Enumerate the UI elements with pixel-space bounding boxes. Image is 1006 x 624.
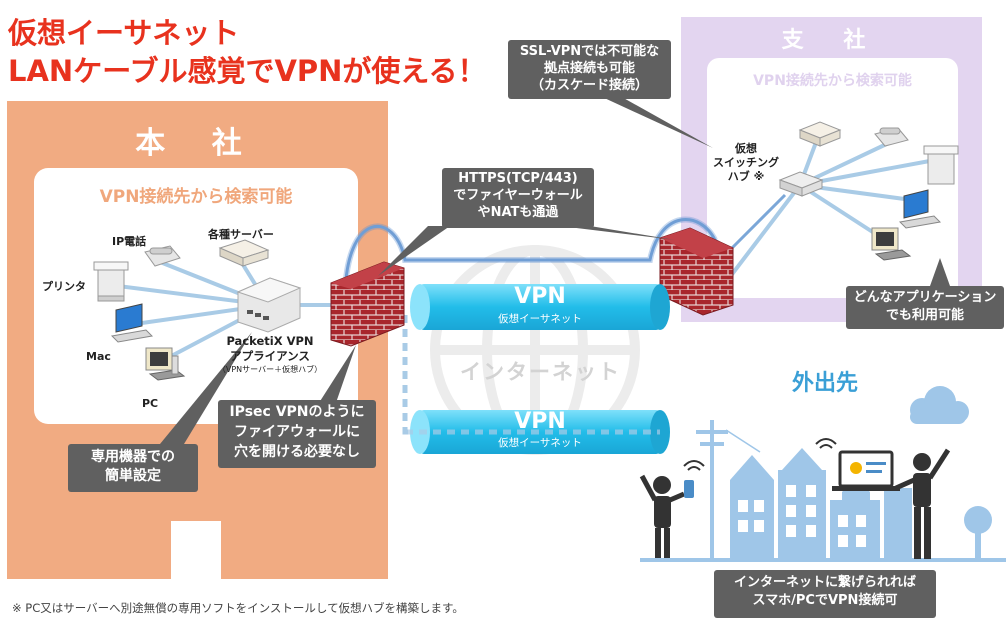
- printer-label: プリンタ: [42, 280, 86, 293]
- headquarters-notch: [171, 521, 221, 581]
- person-with-laptop-icon: [832, 448, 951, 559]
- switching-hub-icon: [778, 171, 824, 197]
- apps-callout-line1: どんなアプリケーション: [853, 290, 997, 305]
- wifi-signal-icon: [683, 438, 837, 471]
- ip-phone-label: IP電話: [112, 235, 147, 248]
- https-callout-line2: でファイヤーウォール: [453, 188, 583, 203]
- pc-icon: [145, 347, 186, 381]
- ssl-callout-pointer: [600, 96, 713, 148]
- footnote: ※ PC又はサーバーへ別途無償の専用ソフトをインストールして仮想ハブを構築します…: [12, 601, 464, 615]
- tree-icon: [964, 506, 992, 560]
- printer-icon: [93, 261, 129, 302]
- ipsec-callout-line1: IPsec VPNのように: [229, 404, 365, 420]
- ssl-callout-line1: SSL-VPNでは不可能な: [519, 44, 660, 59]
- https-callout-line1: HTTPS(TCP/443): [458, 171, 578, 186]
- switching-hub-label-line3: ハブ ※: [727, 170, 765, 183]
- vpn-tunnel-top: [410, 284, 670, 330]
- switching-hub-label: 仮想 スイッチング ハブ ※: [704, 142, 788, 184]
- internet-label: インターネット: [460, 360, 621, 384]
- ssl-callout-line3: （カスケード接続）: [530, 78, 648, 93]
- branch-title: 支 社: [781, 28, 882, 53]
- ssl-callout-line2: 拠点接続も可能: [543, 61, 635, 76]
- switching-hub-label-line2: スイッチング: [713, 156, 779, 169]
- branch-search-label: VPN接続先から検索可能: [753, 73, 912, 89]
- apps-callout-pointer: [930, 258, 950, 286]
- mac-icon: [110, 303, 154, 343]
- https-callout-pointer-left: [378, 226, 450, 276]
- appliance-callout-line1: 専用機器での: [91, 449, 175, 465]
- mobile-callout-line1: インターネットに繋げられれば: [733, 575, 916, 590]
- servers-label: 各種サーバー: [208, 228, 274, 241]
- appliance-label: PacketiX VPN アプライアンス （VPNサーバー＋仮想ハブ）: [200, 334, 340, 375]
- mobile-callout: インターネットに繋げられれば スマホ/PCでVPN接続可: [714, 570, 936, 618]
- ip-phone-icon: [144, 245, 181, 267]
- https-callout-pointer-right: [560, 226, 675, 240]
- appliance-label-line3: （VPNサーバー＋仮想ハブ）: [217, 365, 323, 374]
- mac-label: Mac: [86, 350, 111, 363]
- branch-firewall-icon: [659, 227, 734, 316]
- pc-label: PC: [142, 397, 159, 410]
- title-line-2: LANケーブル感覚でVPNが使える！: [8, 54, 487, 88]
- vpn-tunnel-bottom: [405, 410, 670, 454]
- https-callout: HTTPS(TCP/443) でファイヤーウォール やNATも通過: [442, 168, 594, 228]
- title-line-1: 仮想イーサネット: [8, 16, 240, 50]
- ipsec-callout-line3: 穴を開ける必要なし: [234, 444, 360, 460]
- appliance-setup-callout: 専用機器での 簡単設定: [68, 444, 198, 492]
- vpn-tunnel-top-sublabel: 仮想イーサネット: [498, 313, 582, 325]
- server-icon: [218, 239, 270, 267]
- appliance-label-line2: アプライアンス: [230, 349, 310, 363]
- https-callout-line3: やNATも通過: [477, 205, 559, 220]
- ipsec-callout: IPsec VPNのように ファイアウォールに 穴を開ける必要なし: [218, 400, 376, 468]
- vpn-tunnel-bottom-sublabel: 仮想イーサネット: [498, 437, 582, 449]
- city-windows: [738, 485, 866, 547]
- branch-pc-icon: [871, 227, 912, 261]
- person-with-phone-icon: [639, 474, 694, 558]
- headquarters-title: 本 社: [135, 126, 260, 161]
- hq-firewall-icon: [330, 261, 405, 347]
- utility-pole-icon: [696, 420, 761, 560]
- ipsec-callout-line2: ファイアウォールに: [234, 424, 360, 440]
- apps-callout: どんなアプリケーション でも利用可能: [846, 286, 1004, 329]
- branch-server-icon: [798, 121, 842, 147]
- switching-hub-label-line1: 仮想: [735, 142, 757, 155]
- cascade-link: [343, 193, 787, 301]
- vpn-tunnel-top-label: VPN: [514, 284, 566, 309]
- outside-location-label: 外出先: [792, 371, 859, 396]
- appliance-callout-line2: 簡単設定: [105, 468, 161, 484]
- branch-printer-icon: [923, 145, 959, 185]
- appliance-label-line1: PacketiX VPN: [226, 334, 314, 348]
- branch-ip-phone-icon: [874, 127, 909, 147]
- ssl-vpn-callout: SSL-VPNでは不可能な 拠点接続も可能 （カスケード接続）: [508, 40, 671, 99]
- cloud-icon: [910, 386, 969, 424]
- headquarters-search-label: VPN接続先から検索可能: [99, 187, 293, 207]
- branch-monitor-icon: [898, 189, 942, 229]
- vpn-tunnel-bottom-label: VPN: [514, 409, 566, 434]
- appliance-icon: [236, 277, 302, 333]
- mobile-callout-line2: スマホ/PCでVPN接続可: [752, 593, 898, 608]
- appliance-callout-pointer: [160, 332, 252, 444]
- apps-callout-line2: でも利用可能: [885, 308, 964, 323]
